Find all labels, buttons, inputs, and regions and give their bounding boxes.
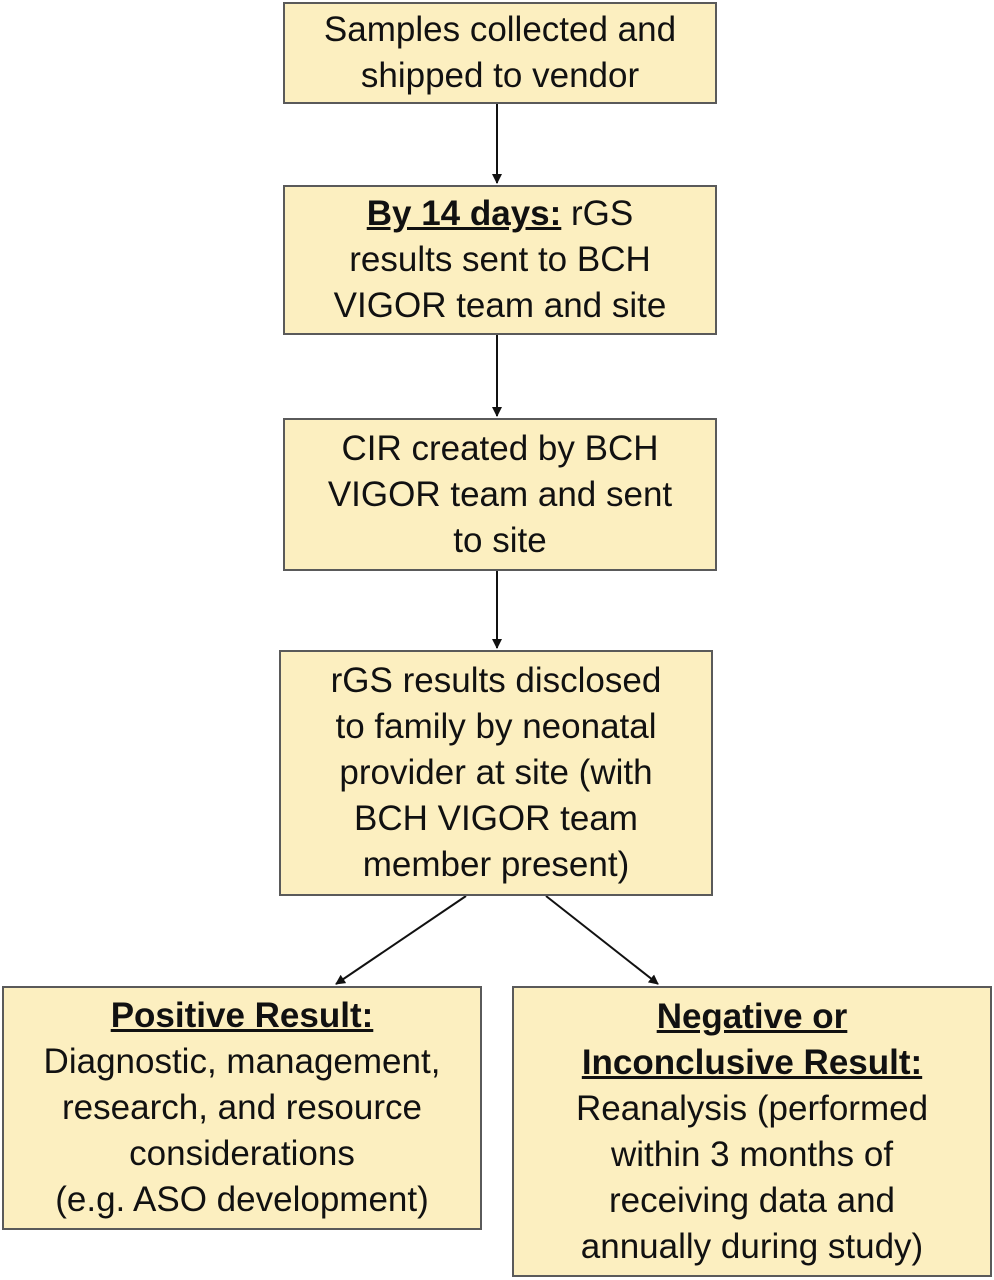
node-text-line: to family by neonatal [335,707,657,746]
arrow-disclosed-to-negative [545,895,659,985]
node-text-line: CIR created by BCH [341,428,659,468]
negative-result-node: Negative or Inconclusive Result: Reanaly… [512,986,992,1277]
node-text-line: research, and resource [62,1088,422,1127]
heading-tail: rGS [561,194,634,233]
node-text-line: provider at site (with [339,753,653,792]
node-text-line: VIGOR team and sent [327,474,673,514]
node-text-line: results sent to BCH [349,240,651,279]
node-text-line: Diagnostic, management, [43,1042,441,1081]
node-text-line: considerations [129,1134,355,1173]
node-text-line: VIGOR team and site [333,286,667,325]
results-disclosed-node: rGS results disclosed to family by neona… [279,650,713,896]
node-text-line: BCH VIGOR team [354,799,638,838]
node-text-line: member present) [362,845,630,884]
negative-heading-line: Inconclusive Result: [581,1042,923,1082]
samples-collected-node: Samples collected and shipped to vendor [283,2,717,104]
node-text-line: to site [453,520,547,560]
node-text-line: annually during study) [580,1226,924,1266]
node-text-line: within 3 months of [610,1134,894,1174]
positive-heading: Positive Result: [110,996,374,1035]
results-sent-node: By 14 days: rGS results sent to BCH VIGO… [283,185,717,335]
node-heading-line: By 14 days: rGS [367,191,634,237]
node-text-line: receiving data and [608,1180,896,1220]
timeframe-heading: By 14 days: [366,194,562,233]
node-text-line: shipped to vendor [360,56,640,95]
node-text-line: Reanalysis (performed [575,1088,929,1128]
cir-created-node: CIR created by BCH VIGOR team and sent t… [283,418,717,571]
arrow-disclosed-to-positive [335,895,467,985]
node-text-line: rGS results disclosed [330,661,662,700]
positive-result-node: Positive Result: Diagnostic, management,… [2,986,482,1230]
negative-heading-line: Negative or [656,996,848,1036]
node-text-line: Samples collected and [323,10,677,49]
node-text-line: (e.g. ASO development) [55,1180,429,1219]
